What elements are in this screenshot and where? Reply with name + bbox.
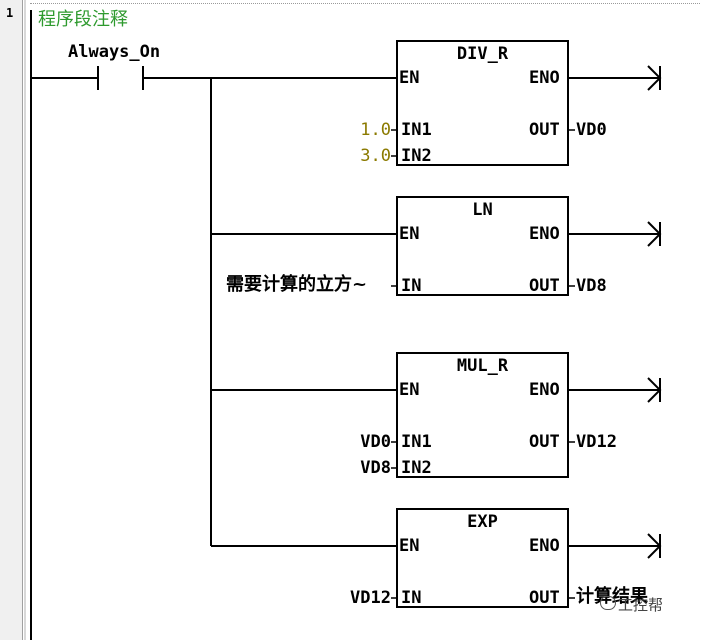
out-operand[interactable]: VD8: [576, 276, 607, 296]
normally-open-contact[interactable]: [96, 64, 146, 92]
contact-label[interactable]: Always_On: [68, 42, 161, 62]
eno-pin: ENO: [529, 380, 560, 400]
out-pin: OUT: [529, 276, 560, 296]
block-title: DIV_R: [456, 44, 509, 64]
in1-pin: IN1: [401, 432, 432, 452]
block-title: LN: [472, 200, 493, 220]
in2-pin: IN2: [401, 458, 432, 478]
div-r-block[interactable]: DIV_R: [396, 40, 569, 166]
eno-pin: ENO: [529, 536, 560, 556]
in-pin: IN: [401, 588, 422, 608]
network-gutter: [0, 0, 23, 640]
out-pin: OUT: [529, 588, 560, 608]
network-number[interactable]: 1: [6, 6, 14, 20]
block-title: EXP: [467, 512, 498, 532]
in1-pin: IN1: [401, 120, 432, 140]
block-title: MUL_R: [456, 356, 509, 376]
eno-pin: ENO: [529, 224, 560, 244]
out-pin: OUT: [529, 120, 560, 140]
in1-operand[interactable]: VD0: [360, 432, 391, 452]
gutter-divider: [24, 0, 26, 640]
in-operand[interactable]: 需要计算的立方~: [226, 274, 368, 295]
in1-operand[interactable]: 1.0: [360, 120, 391, 140]
network-separator: [30, 3, 700, 4]
out-pin: OUT: [529, 432, 560, 452]
en-pin: EN: [399, 68, 420, 88]
en-pin: EN: [399, 224, 420, 244]
watermark: 工控帮: [618, 596, 664, 614]
en-pin: EN: [399, 380, 420, 400]
out-operand[interactable]: VD0: [576, 120, 607, 140]
out-operand[interactable]: VD12: [576, 432, 617, 452]
in2-operand[interactable]: 3.0: [360, 146, 391, 166]
eno-pin: ENO: [529, 68, 560, 88]
exp-block[interactable]: EXP: [396, 508, 569, 608]
mul-r-block[interactable]: MUL_R: [396, 352, 569, 478]
in2-pin: IN2: [401, 146, 432, 166]
network-comment[interactable]: 程序段注释: [38, 9, 128, 30]
in-operand[interactable]: VD12: [350, 588, 391, 608]
in-pin: IN: [401, 276, 422, 296]
en-pin: EN: [399, 536, 420, 556]
chat-bubble-icon: [600, 596, 616, 610]
in2-operand[interactable]: VD8: [360, 458, 391, 478]
ln-block[interactable]: LN: [396, 196, 569, 296]
